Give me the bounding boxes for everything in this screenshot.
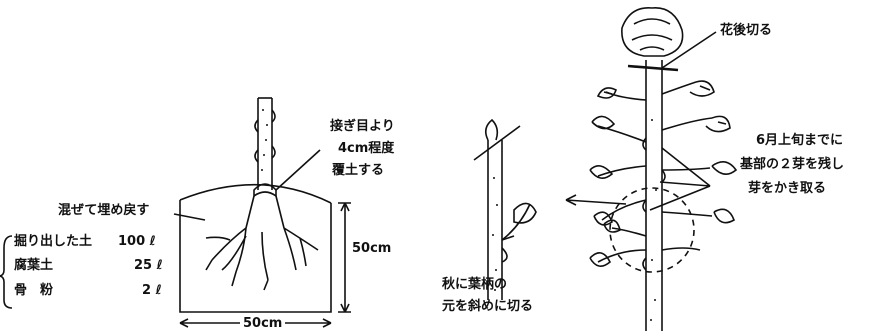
bud-leader-1 bbox=[661, 147, 711, 187]
graft-note-line-3: 覆土する bbox=[332, 163, 385, 178]
width-label: 50cm bbox=[240, 315, 286, 333]
soil-row-2-amount: 25 ℓ bbox=[134, 258, 163, 273]
rose-pruning-illustration bbox=[565, 7, 738, 331]
depth-dimension bbox=[338, 202, 351, 313]
soil-row-3-amount: 2 ℓ bbox=[142, 283, 162, 298]
rose-flower bbox=[621, 7, 684, 57]
after-flower-cut-label: 花後切る bbox=[720, 23, 773, 38]
soil-row-2-name: 腐葉土 bbox=[14, 258, 54, 273]
autumn-cut-illustration bbox=[473, 118, 537, 300]
bud-leader-2 bbox=[659, 181, 711, 187]
soil-row-3-name: 骨 粉 bbox=[14, 283, 54, 298]
mix-leader bbox=[173, 213, 206, 221]
bud-leader-3 bbox=[649, 185, 711, 211]
leaf-stem bbox=[501, 203, 531, 241]
depth-label: 50cm bbox=[352, 241, 392, 256]
soil-bracket bbox=[0, 235, 13, 309]
bud-note-line-2: 基部の２芽を残し bbox=[740, 157, 845, 172]
soil-row-1-amount: 100 ℓ bbox=[118, 234, 156, 249]
bud-area-circle bbox=[609, 187, 695, 273]
roots bbox=[205, 227, 319, 291]
bud-note-line-1: 6月上旬までに bbox=[756, 133, 844, 148]
after-flower-leader bbox=[661, 31, 717, 69]
soil-row-1-name: 掘り出した土 bbox=[14, 234, 93, 249]
mix-backfill-note: 混ぜて埋め戻す bbox=[58, 203, 150, 218]
flower-cut-line bbox=[627, 64, 679, 72]
graft-note-line-1: 接ぎ目より bbox=[330, 119, 395, 134]
bud-note-line-3: 芽をかき取る bbox=[748, 181, 827, 196]
removal-arrow bbox=[565, 194, 627, 206]
graft-note-line-2: 4cm程度 bbox=[338, 141, 395, 156]
graft-leader bbox=[275, 149, 321, 191]
pit-outline bbox=[179, 200, 332, 313]
oblique-cut-line bbox=[473, 125, 521, 161]
autumn-cut-line-2: 元を斜めに切る bbox=[442, 299, 534, 314]
autumn-cut-line-1: 秋に葉柄の bbox=[442, 277, 508, 292]
